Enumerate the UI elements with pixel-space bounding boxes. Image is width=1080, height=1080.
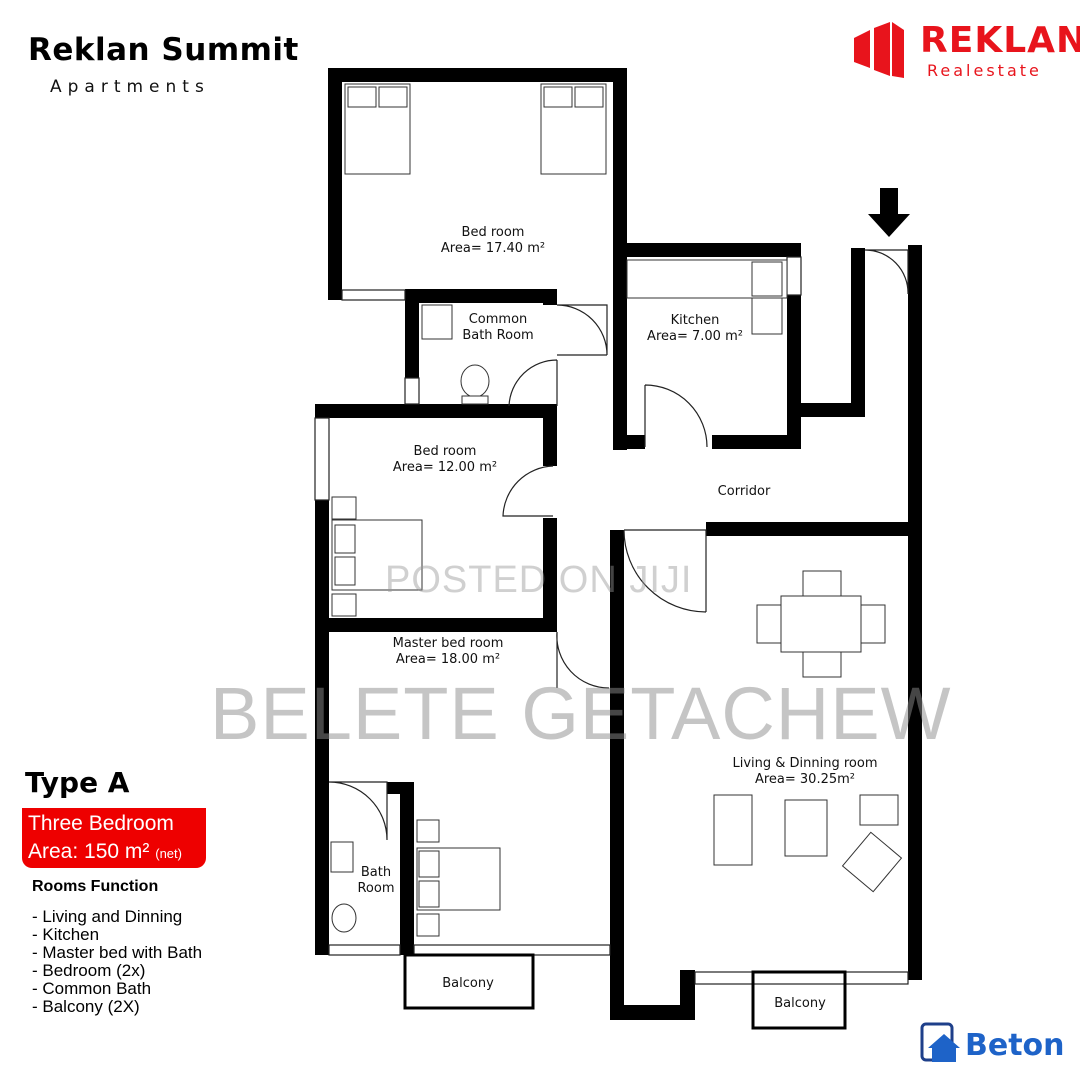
list-item: - Bedroom (2x) [32, 961, 146, 980]
list-item: - Living and Dinning [32, 907, 183, 926]
room-name-line2: Room [357, 881, 395, 896]
room-area: Area= 12.00 m² [392, 460, 498, 475]
room-label-corridor: Corridor [718, 484, 771, 500]
list-item: - Balcony (2X) [32, 997, 140, 1016]
room-name: Bed room [461, 225, 525, 240]
room-name: Bath [360, 865, 392, 880]
brand-name: REKLAN [920, 20, 1080, 61]
list-item: - Common Bath [32, 979, 152, 998]
watermark-posted: POSTED ON JIJI [385, 559, 693, 601]
list-item: - Master bed with Bath [32, 943, 203, 962]
rooms-function-list: - Living and Dinning - Kitchen - Master … [32, 908, 202, 1016]
room-label-balcony-left: Balcony [442, 976, 494, 991]
room-name: Common [468, 312, 528, 327]
project-title: Reklan Summit [28, 32, 299, 68]
room-name: Living & Dinning room [732, 756, 878, 771]
reklan-logo-icon [854, 22, 904, 78]
rooms-function-title: Rooms Function [32, 878, 159, 895]
unit-type: Type A [25, 766, 130, 799]
windows-doors [314, 249, 909, 1030]
room-area: Area= 17.40 m² [440, 241, 546, 256]
unit-area: Area: 150 m² [28, 840, 150, 863]
entrance-arrow-icon [868, 188, 910, 237]
room-name: Master bed room [392, 636, 504, 651]
unit-summary-badge: Three Bedroom Area: 150 m² (net) [22, 808, 206, 868]
project-subtitle: Apartments [50, 77, 210, 97]
watermark-name: BELETE GETACHEW [210, 672, 952, 755]
beton-logo-text: Beton [965, 1028, 1065, 1063]
unit-area-line: Area: 150 m² (net) [28, 838, 200, 868]
room-area: Area= 7.00 m² [647, 329, 743, 344]
room-name-line2: Bath Room [462, 328, 534, 343]
room-area: Area= 30.25m² [754, 772, 856, 787]
room-name: Kitchen [670, 313, 720, 328]
beton-house-icon [920, 1022, 960, 1062]
brand-tagline: Realestate [927, 61, 1042, 80]
bedroom-count: Three Bedroom [28, 812, 174, 835]
room-area: Area= 18.00 m² [395, 652, 501, 667]
area-note: (net) [155, 846, 182, 861]
room-label-balcony-right: Balcony [774, 996, 826, 1011]
furniture [330, 83, 903, 937]
room-name: Bed room [413, 444, 477, 459]
list-item: - Kitchen [32, 925, 100, 944]
walls [315, 68, 922, 1020]
room-name: Corridor [717, 484, 771, 499]
